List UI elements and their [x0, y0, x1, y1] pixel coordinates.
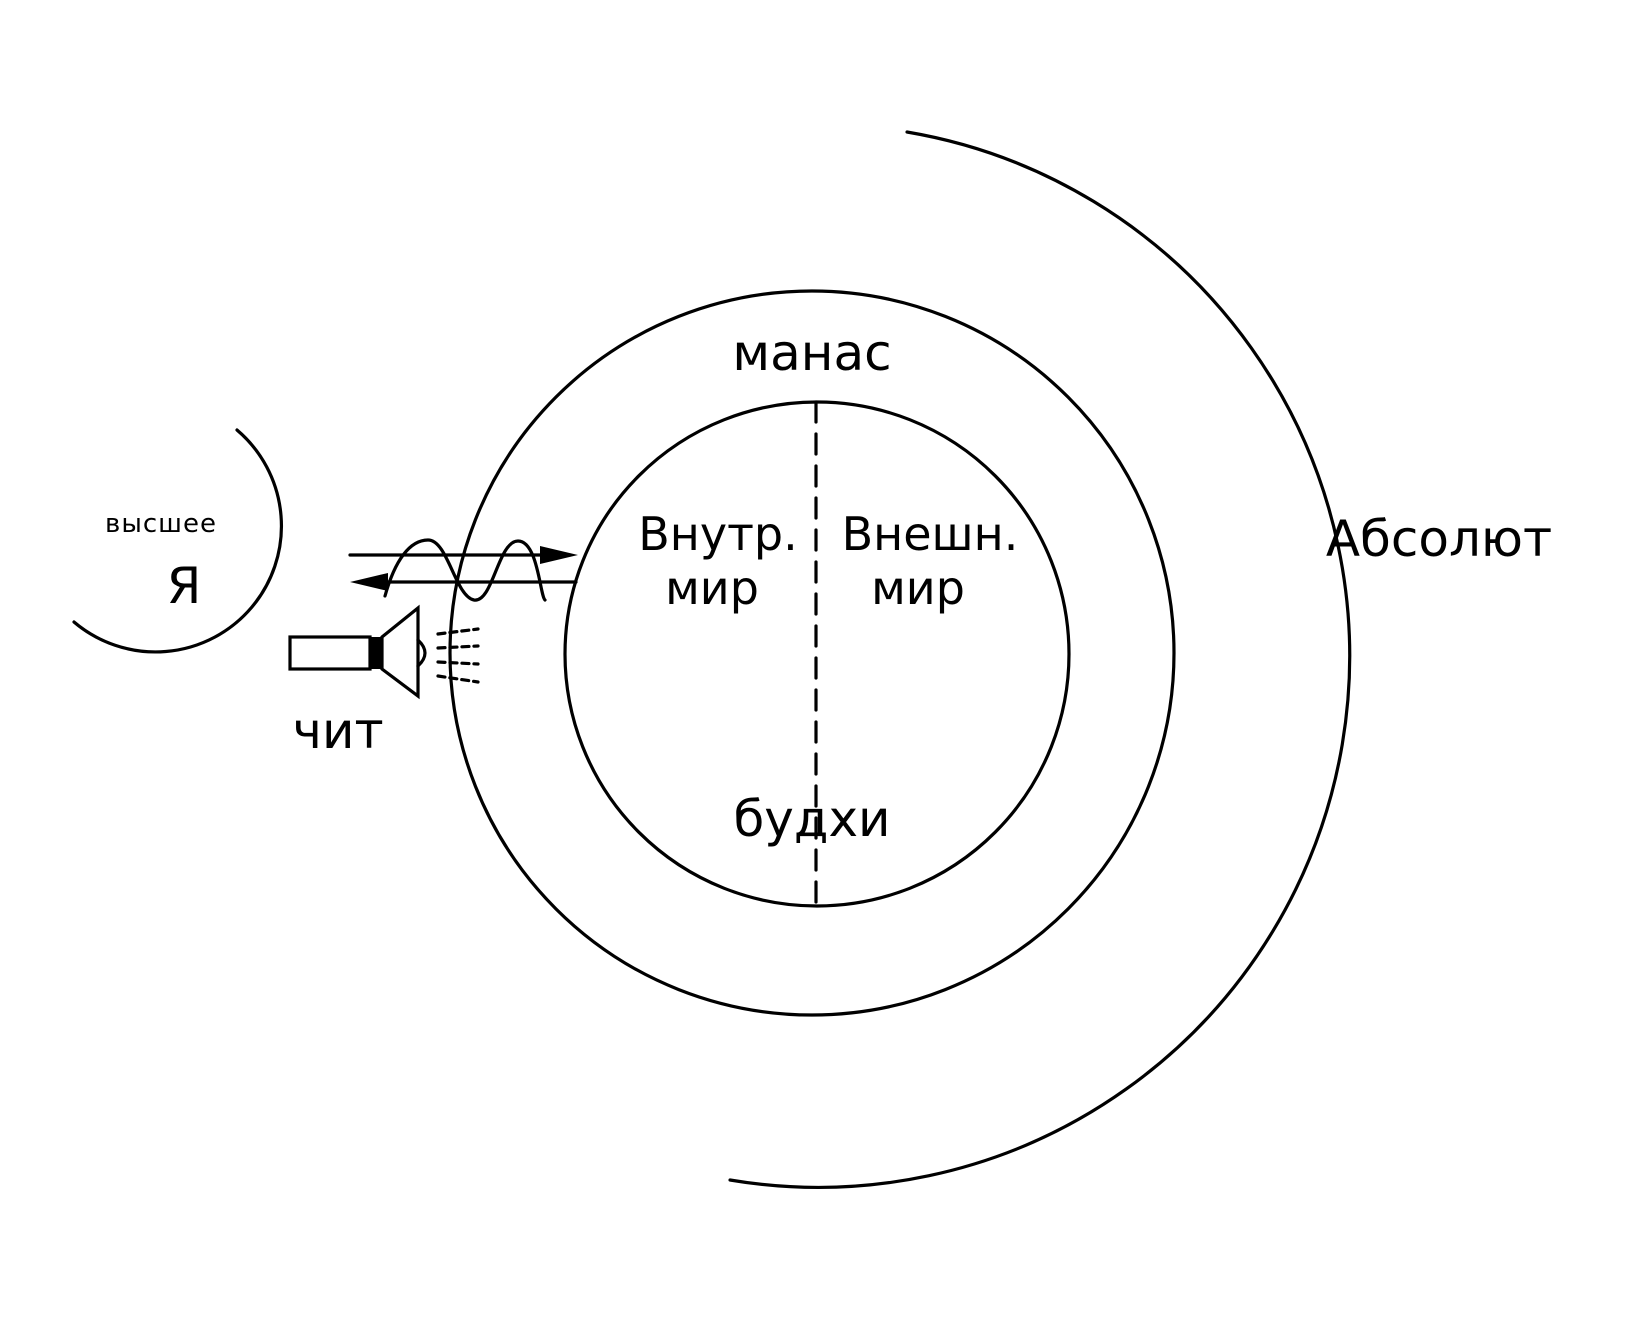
absolute-label: Абсолют: [1326, 510, 1552, 568]
outer-world-label-line2: мир: [871, 561, 965, 615]
inner-world-label-line1: Внутр.: [638, 507, 797, 561]
arrow-right-head: [540, 546, 578, 564]
higher-self-label-line1: высшее: [105, 509, 217, 539]
flashlight-handle: [288, 635, 372, 671]
light-ray-1: [436, 627, 480, 636]
light-ray-2: [436, 644, 480, 650]
inner-world-label-line2: мир: [665, 561, 759, 615]
manas-label: манас: [732, 324, 891, 382]
arrow-left-head: [350, 573, 388, 591]
higher-self-label-line2: Я: [167, 557, 202, 615]
absolute-arc: [728, 130, 1352, 1189]
flashlight-collar: [370, 637, 382, 669]
higher-self-arc: [72, 428, 284, 654]
wave-icon: [383, 538, 547, 602]
light-ray-3: [436, 660, 480, 666]
chit-label: чит: [292, 702, 383, 760]
flashlight-bulb: [416, 638, 427, 668]
light-ray-4: [436, 674, 480, 684]
buddhi-label: будхи: [733, 790, 890, 848]
manas-circle: [448, 289, 1176, 1017]
flashlight-icon: [288, 604, 480, 700]
outer-world-label-line1: Внешн.: [842, 507, 1019, 561]
flashlight-head: [380, 604, 420, 700]
interaction-arrows: [348, 538, 578, 602]
